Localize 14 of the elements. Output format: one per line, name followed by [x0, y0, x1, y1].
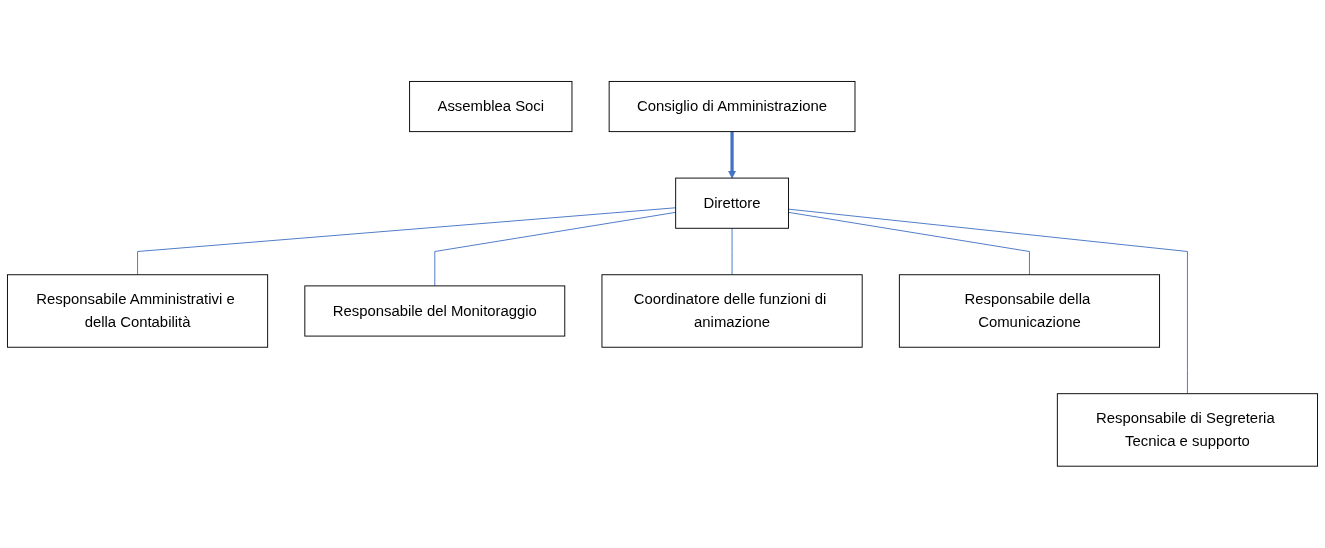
- node-box: Responsabile Amministrativi e della Contabilità: [6, 274, 269, 348]
- node-box: Responsabile della Comunicazione: [898, 274, 1161, 348]
- connector: [788, 208, 1188, 395]
- connector: [434, 212, 677, 287]
- node-box: Responsabile del Monitoraggio: [304, 285, 566, 337]
- node-box: Assemblea Soci: [409, 81, 573, 133]
- connector: [788, 212, 1030, 276]
- connector: [731, 228, 733, 276]
- arrow: [727, 131, 737, 179]
- node-box: Coordinatore delle funzioni di animazione: [601, 274, 863, 348]
- node-box: Consiglio di Amministrazione: [608, 81, 856, 133]
- node-box: Direttore: [675, 177, 789, 229]
- connector: [137, 207, 677, 276]
- node-box: Responsabile di Segreteria Tecnica e supporto: [1056, 393, 1319, 467]
